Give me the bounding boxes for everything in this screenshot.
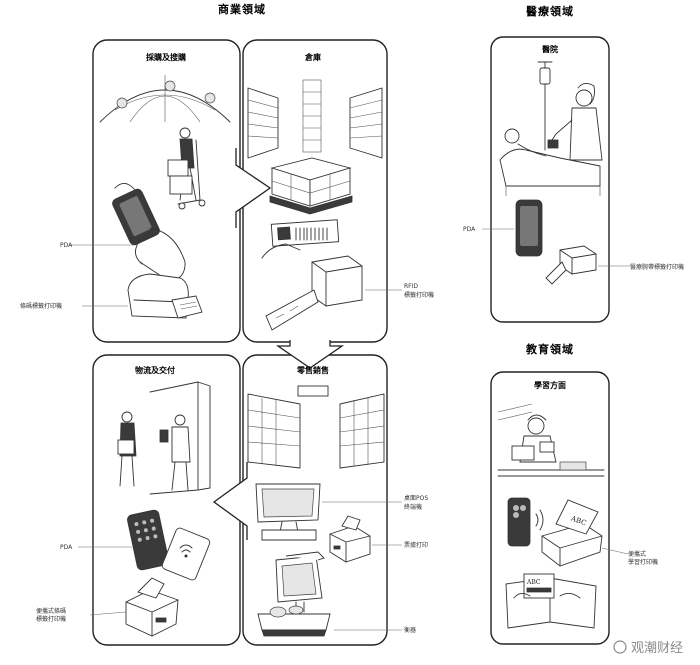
weibo-icon (613, 640, 627, 654)
portable-printer-label-line1: 便攜式條碼 (36, 607, 66, 615)
delivery-worker-icon (167, 127, 206, 210)
portable-printer-icon (125, 577, 179, 637)
wireless-signal-icon (535, 509, 544, 531)
phone-device-icon (507, 497, 531, 547)
receipt-label: 票據打印 (404, 541, 428, 549)
globe-network-icon (99, 75, 231, 123)
flow-arrow-down (275, 340, 345, 369)
learning-title: 學習方面 (534, 380, 566, 390)
wristband-printer-icon (545, 245, 597, 285)
pda-medical-label: PDA (463, 226, 476, 233)
pda-tap-icon (127, 509, 211, 581)
portable-printer-leader-line (89, 611, 127, 616)
desktop-pos-icon (255, 483, 321, 541)
store-shelves-icon (247, 385, 385, 469)
medical-title: 醫療領域 (526, 4, 574, 18)
portable-printer-label-line2: 標籤打印機 (36, 615, 66, 623)
rfid-printer-label: 標籤打印機 (404, 291, 434, 299)
barcode-printer-icon (127, 273, 203, 319)
scale-icon (257, 551, 331, 637)
scale-label: 衡器 (404, 626, 416, 634)
rfid-label: RFID (404, 283, 418, 290)
procurement-title: 採購及搜購 (146, 52, 186, 62)
hospital-scene-icon (499, 61, 603, 196)
classroom-scene-icon (497, 403, 605, 477)
pallet-boxes-icon (269, 157, 353, 215)
watermark-text: 观潮财经 (631, 641, 683, 656)
pos-label-line2: 終端機 (404, 503, 422, 511)
book-reading-icon: ABC (505, 573, 597, 629)
flow-arrow-left (212, 462, 248, 540)
pos-label-line1: 桌面POS (404, 494, 428, 502)
learning-panel (490, 371, 610, 645)
pda-logistics-label: PDA (60, 544, 73, 551)
wristband-label: 醫療腕帶標籤打印機 (630, 263, 684, 271)
medical-pda-icon (515, 199, 543, 257)
hospital-title: 醫院 (542, 44, 558, 54)
education-printer-icon: ABC (541, 499, 603, 567)
card-text: ABC (526, 579, 541, 586)
retail-title: 零售銷售 (296, 365, 329, 375)
logistics-title: 物流及交付 (135, 365, 175, 375)
doorway-handoff-icon (117, 381, 211, 495)
receipt-printer-icon (329, 515, 371, 563)
barcode-printer-label: 條碼標籤打印機 (20, 302, 62, 310)
commerce-title: 商業領域 (218, 2, 266, 16)
education-printer-leader-line (601, 547, 629, 555)
rfid-printer-icon (265, 255, 363, 331)
watermark: 观潮财经 (613, 640, 683, 656)
barcode-label-icon (261, 219, 340, 259)
warehouse-racks-icon (247, 79, 383, 159)
education-printer-label-line1: 便攜式 (628, 550, 646, 558)
pda-label: PDA (60, 242, 73, 249)
education-printer-label-line2: 學習打印機 (628, 558, 658, 566)
warehouse-title: 倉庫 (304, 52, 321, 62)
flow-arrow-right (235, 148, 272, 228)
education-title: 教育領域 (525, 342, 574, 356)
